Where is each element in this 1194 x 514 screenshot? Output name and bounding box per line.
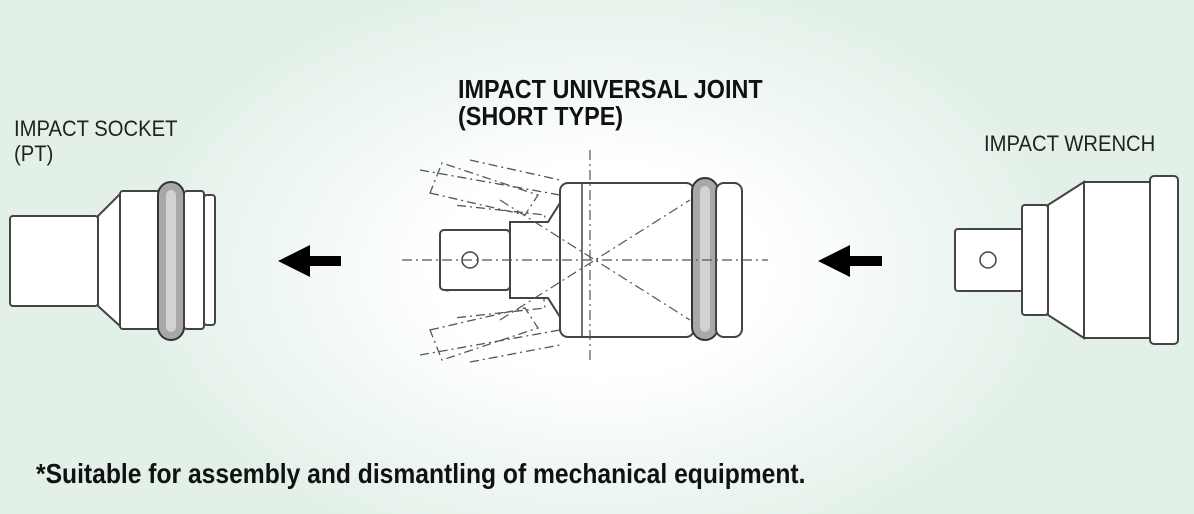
impact-socket-label-line2: (PT) bbox=[14, 141, 54, 166]
impact-socket-label-line1: IMPACT SOCKET bbox=[14, 116, 178, 141]
impact-socket-label: IMPACT SOCKET (PT) bbox=[14, 118, 177, 168]
arrow-left-icon bbox=[278, 245, 341, 277]
impact-wrench-label: IMPACT WRENCH bbox=[984, 131, 1156, 156]
universal-joint-label-line1: IMPACT UNIVERSAL JOINT bbox=[458, 74, 763, 104]
arrow-left-icon bbox=[818, 245, 882, 277]
universal-joint-label: IMPACT UNIVERSAL JOINT (SHORT TYPE) bbox=[458, 76, 763, 130]
impact-socket-drawing bbox=[9, 181, 216, 341]
universal-joint-label-line2: (SHORT TYPE) bbox=[458, 101, 624, 131]
usage-note: *Suitable for assembly and dismantling o… bbox=[36, 458, 806, 489]
impact-wrench-drawing bbox=[954, 175, 1179, 345]
universal-joint-drawing bbox=[402, 150, 768, 363]
